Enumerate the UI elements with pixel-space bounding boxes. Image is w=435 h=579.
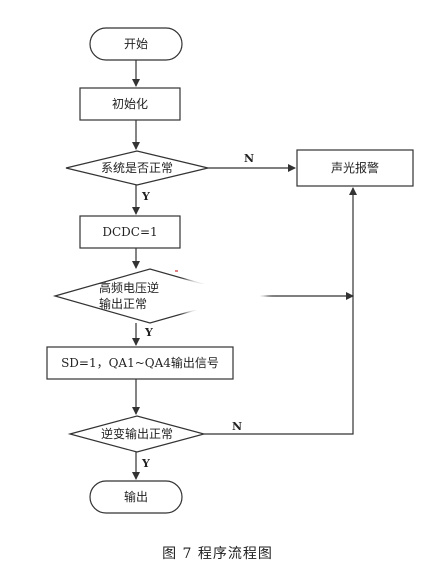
no-label-inverter: N	[232, 420, 243, 433]
no-label-system: N	[244, 152, 255, 165]
yes-label-inverter: Y	[142, 457, 150, 470]
yes-label-hv: Y	[145, 326, 153, 339]
line-inverter-n	[204, 187, 357, 435]
smudge-mark	[188, 284, 260, 310]
hv-check-label-line1: 高频电压逆	[99, 281, 160, 295]
init-box	[79, 87, 181, 121]
hv-check-label-line2: 输出正常	[99, 297, 148, 311]
alarm-box	[296, 149, 414, 187]
system-check-label: 系统是否正常	[100, 161, 174, 175]
sd-output-label: SD=1，QA1~QA4输出信号	[61, 356, 219, 370]
output-terminal	[89, 480, 183, 514]
dcdc-label: DCDC=1	[102, 225, 158, 239]
init-label: 初始化	[111, 97, 149, 111]
dcdc-box	[79, 215, 181, 249]
alarm-label: 声光报警	[330, 161, 380, 175]
sd-output-box	[46, 346, 234, 380]
yes-label-system: Y	[142, 190, 150, 203]
start-label: 开始	[123, 37, 149, 51]
output-label: 输出	[123, 490, 149, 504]
inverter-check-label: 逆变输出正常	[100, 427, 174, 441]
smudge-dot	[175, 270, 178, 272]
figure-caption: 图 7 程序流程图	[162, 546, 273, 562]
